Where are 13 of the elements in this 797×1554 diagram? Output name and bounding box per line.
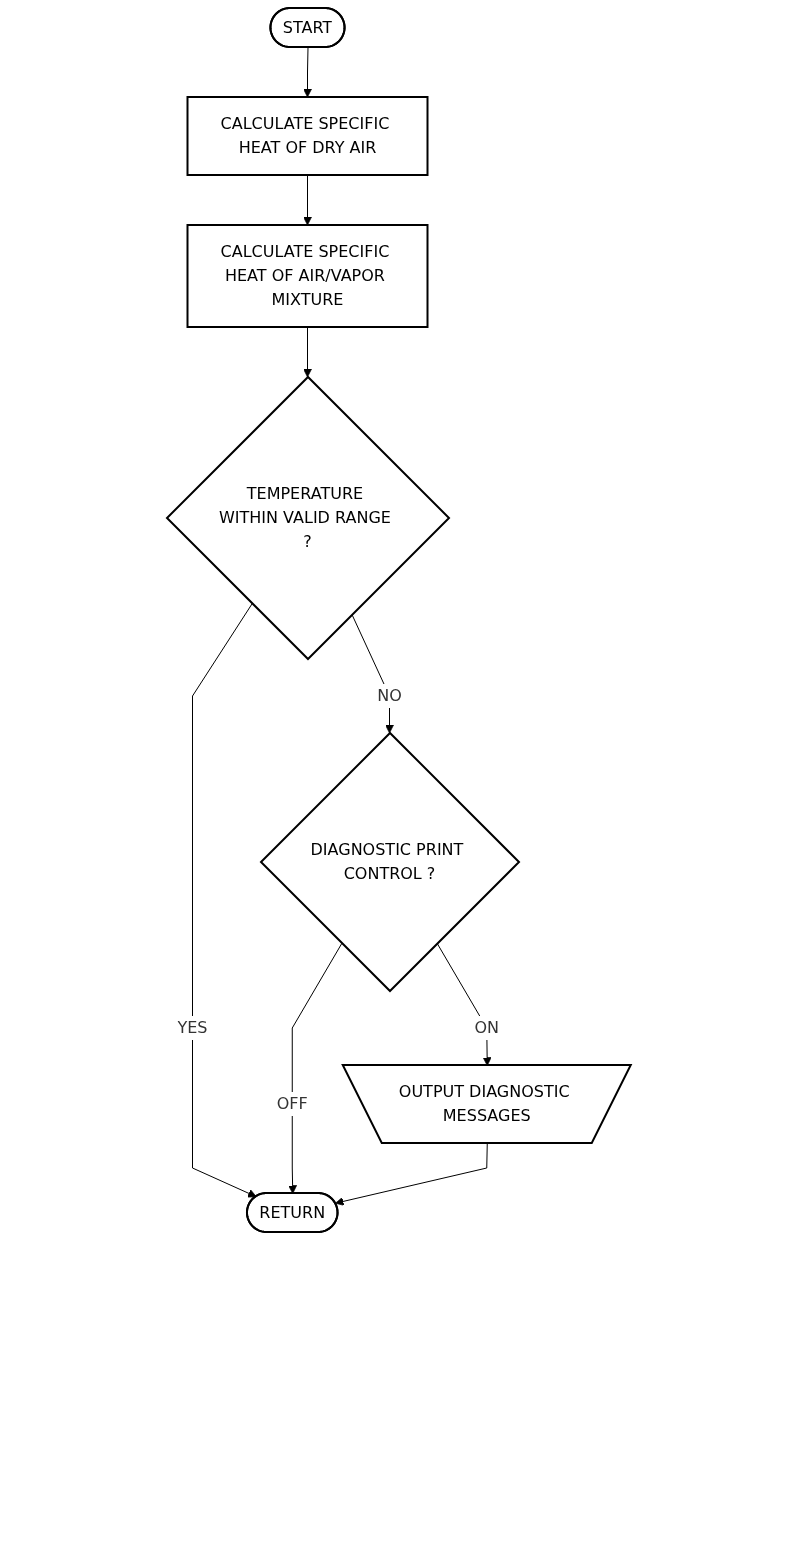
arrow <box>334 1143 488 1206</box>
edge-label: YES <box>177 1018 208 1037</box>
arrow <box>191 603 257 1198</box>
edge-label: ON <box>474 1018 499 1037</box>
arrow <box>302 326 312 378</box>
arrow <box>302 47 312 98</box>
node-box: CALCULATE SPECIFIC HEAT OF AIR/VAPOR MIXTURE <box>186 224 429 328</box>
edge-label: NO <box>376 686 402 705</box>
node-box: CALCULATE SPECIFIC HEAT OF DRY AIR <box>186 96 429 176</box>
arrow <box>302 174 312 226</box>
node-diamond: DIAGNOSTIC PRINT CONTROL ? <box>259 731 521 993</box>
edge-label: OFF <box>276 1094 308 1113</box>
node-diamond: TEMPERATURE WITHIN VALID RANGE ? <box>165 375 451 661</box>
